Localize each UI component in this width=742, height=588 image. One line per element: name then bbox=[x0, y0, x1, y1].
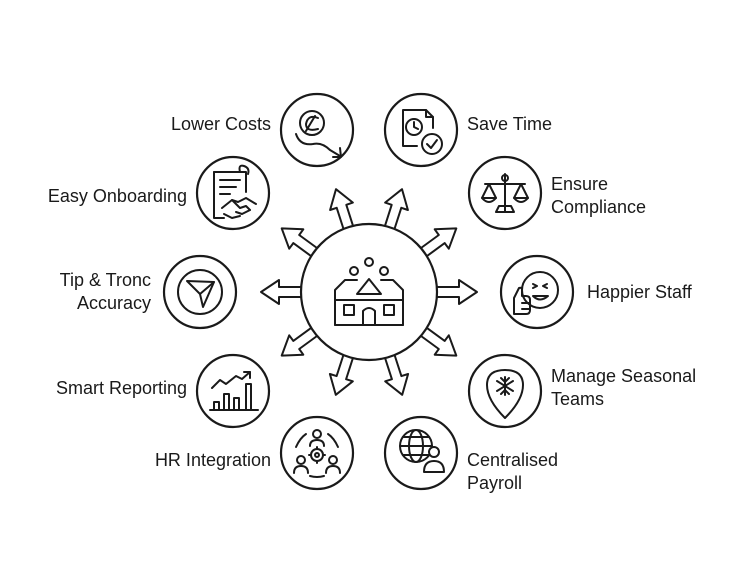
label-centralised-payroll: Centralised Payroll bbox=[467, 449, 558, 495]
label-line: Teams bbox=[551, 389, 605, 409]
label-line: Accuracy bbox=[76, 293, 151, 313]
label-hr-integration: HR Integration bbox=[130, 449, 271, 472]
scales-icon bbox=[481, 173, 529, 213]
team-gear-icon bbox=[293, 429, 341, 478]
label-save-time: Save Time bbox=[467, 113, 552, 136]
label-line: Manage Seasonal bbox=[551, 366, 697, 386]
label-line: Ensure bbox=[551, 174, 609, 194]
item-circle-happier-staff bbox=[499, 254, 575, 330]
hub-arrows bbox=[260, 188, 478, 396]
label-ensure-compliance: Ensure Compliance bbox=[551, 173, 646, 219]
label-tip-tronc-accuracy: Tip & Tronc Accuracy bbox=[40, 269, 151, 315]
clock-document-icon bbox=[402, 109, 443, 155]
item-circle-tip-tronc-accuracy bbox=[162, 254, 238, 330]
label-happier-staff: Happier Staff bbox=[587, 281, 692, 304]
money-down-icon bbox=[295, 110, 342, 158]
label-smart-reporting: Smart Reporting bbox=[30, 377, 187, 400]
label-line: Smart Reporting bbox=[55, 378, 187, 398]
smiley-thumbs-up-icon bbox=[513, 271, 559, 315]
label-easy-onboarding: Easy Onboarding bbox=[20, 185, 187, 208]
label-manage-seasonal-teams: Manage Seasonal Teams bbox=[551, 365, 696, 411]
target-arrow-icon bbox=[177, 269, 223, 315]
handshake-document-icon bbox=[213, 164, 257, 219]
label-line: Compliance bbox=[551, 197, 647, 217]
globe-person-icon bbox=[399, 429, 445, 473]
label-line: Save Time bbox=[467, 114, 553, 134]
building-people-icon bbox=[334, 257, 404, 326]
item-circle-centralised-payroll bbox=[383, 415, 459, 491]
label-line: Tip & Tronc bbox=[59, 270, 151, 290]
label-lower-costs: Lower Costs bbox=[150, 113, 271, 136]
snowflake-pin-icon bbox=[486, 369, 524, 419]
label-line: Happier Staff bbox=[587, 282, 692, 302]
hub-circle bbox=[299, 222, 439, 362]
item-circle-smart-reporting bbox=[195, 353, 271, 429]
label-line: Payroll bbox=[467, 473, 523, 493]
label-line: Easy Onboarding bbox=[47, 186, 187, 206]
label-line: Centralised bbox=[467, 450, 559, 470]
bar-chart-icon bbox=[209, 371, 259, 411]
label-line: Lower Costs bbox=[170, 114, 271, 134]
label-line: HR Integration bbox=[154, 450, 271, 470]
